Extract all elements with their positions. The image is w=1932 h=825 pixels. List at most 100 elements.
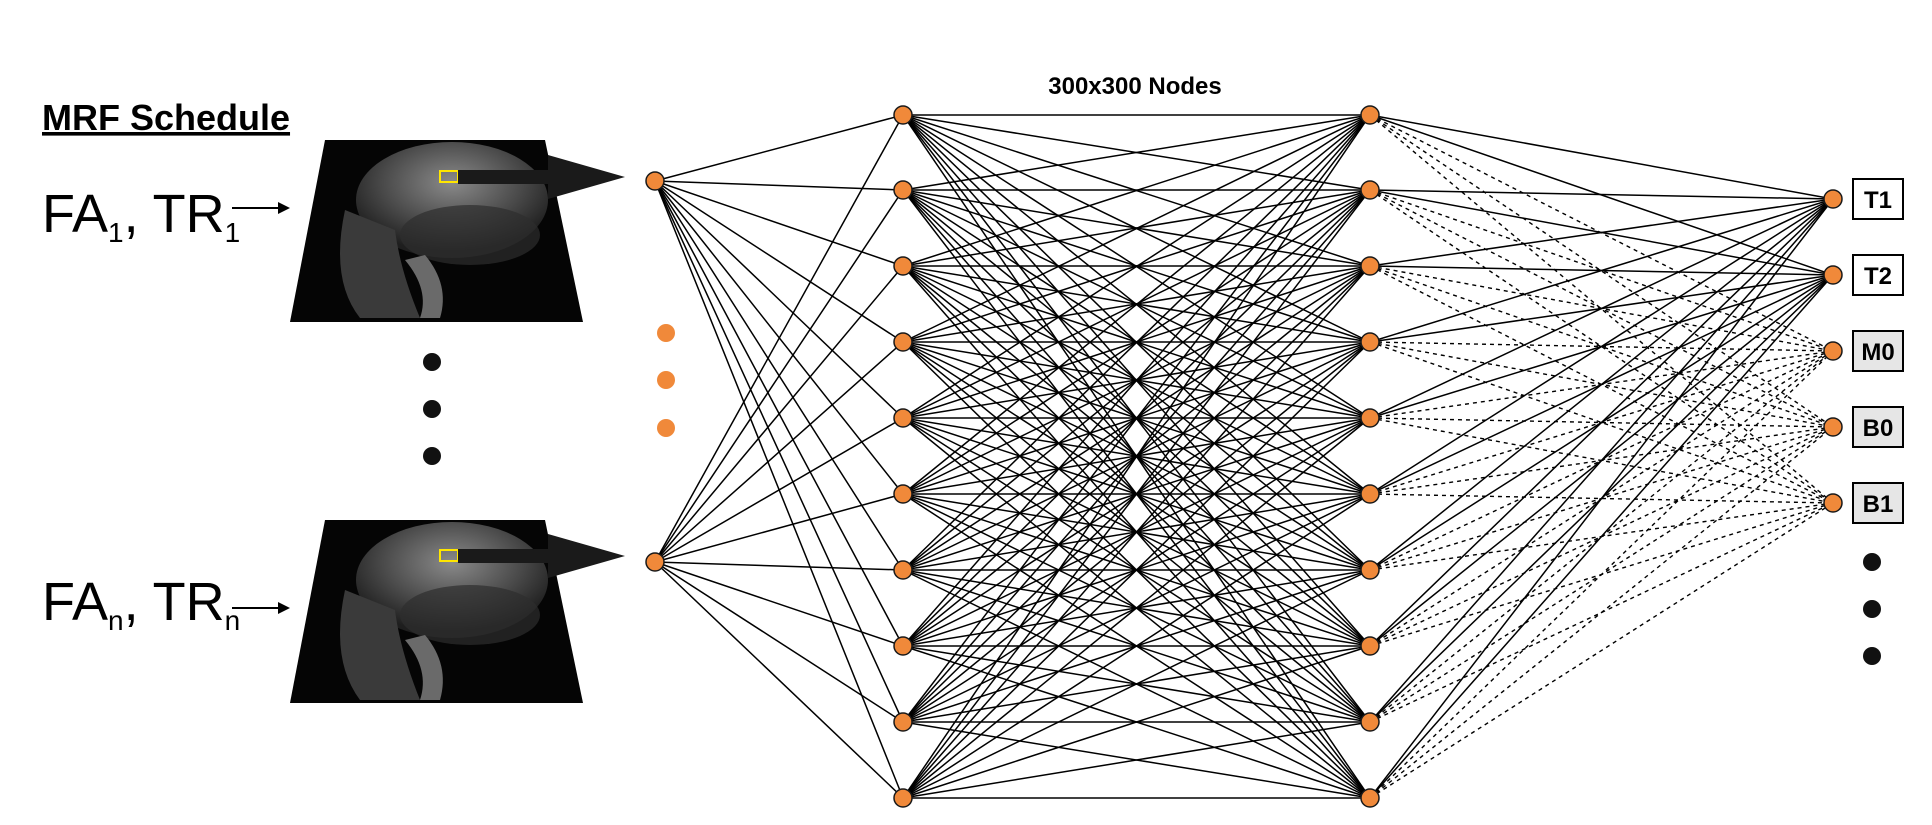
hidden-node-layer-1 xyxy=(893,560,913,580)
hidden-output-connection xyxy=(1369,265,1834,428)
output-node xyxy=(1823,265,1843,285)
hidden-hidden-connection xyxy=(902,114,1371,419)
output-label-box xyxy=(1852,254,1904,296)
input-hidden-connection xyxy=(654,341,904,563)
hidden-hidden-connection xyxy=(902,645,1371,799)
input-hidden-connection xyxy=(654,180,904,419)
hidden-node-layer-2 xyxy=(1360,256,1380,276)
hidden-hidden-connection xyxy=(902,265,1371,799)
ellipsis-dots xyxy=(657,324,675,437)
hidden-node-layer-1 xyxy=(893,712,913,732)
hidden-output-connection xyxy=(1369,417,1834,504)
output-label-t1: T1 xyxy=(1864,187,1892,214)
output-label-box xyxy=(1852,406,1904,448)
hidden-node-layer-1 xyxy=(893,256,913,276)
mri-image-last xyxy=(290,520,583,703)
output-label-box xyxy=(1852,330,1904,372)
hidden-node-layer-2 xyxy=(1360,788,1380,808)
hidden-node-layer-2 xyxy=(1360,105,1380,125)
output-node xyxy=(1823,189,1843,209)
hidden-node-layer-1 xyxy=(893,105,913,125)
hidden-hidden-connection xyxy=(902,721,1371,799)
input-hidden-connection xyxy=(654,417,904,563)
hidden-output-connection xyxy=(1369,341,1834,504)
hidden-hidden-connection xyxy=(902,114,1371,495)
arrow-right-icon xyxy=(232,602,290,614)
hidden-hidden-connection xyxy=(902,114,1371,343)
hidden-output-connection xyxy=(1369,265,1834,504)
input-hidden-connection xyxy=(654,493,904,563)
hidden-output-connection xyxy=(1369,341,1834,428)
hidden-output-connection xyxy=(1369,189,1834,428)
hidden-output-connection xyxy=(1369,350,1834,495)
output-label-box xyxy=(1852,482,1904,524)
input-hidden-connection xyxy=(654,561,904,571)
output-node xyxy=(1823,341,1843,361)
hidden-output-connection xyxy=(1369,189,1834,504)
output-label-m0: M0 xyxy=(1861,339,1894,366)
hidden-node-layer-2 xyxy=(1360,408,1380,428)
hidden-hidden-connection xyxy=(902,189,1371,799)
network-connections xyxy=(654,114,1834,799)
hidden-output-connection xyxy=(1369,426,1834,571)
hidden-output-connection xyxy=(1369,189,1834,352)
hidden-output-connection xyxy=(1369,265,1834,352)
input-hidden-connection xyxy=(654,265,904,563)
ellipsis-dots xyxy=(1863,553,1881,665)
hidden-output-connection xyxy=(1369,114,1834,352)
hidden-node-layer-2 xyxy=(1360,180,1380,200)
input-node xyxy=(645,171,665,191)
ellipsis-dots xyxy=(423,353,441,465)
hidden-hidden-connection xyxy=(902,114,1371,647)
hidden-layer-title: 300x300 Nodes xyxy=(1048,73,1221,100)
fa-tr-first-label: FA1, TR1 xyxy=(42,184,240,248)
input-hidden-connection xyxy=(654,189,904,563)
hidden-output-connection xyxy=(1369,265,1834,276)
output-label-b1: B1 xyxy=(1863,491,1894,518)
hidden-node-layer-1 xyxy=(893,180,913,200)
hidden-node-layer-1 xyxy=(893,408,913,428)
hidden-output-connection xyxy=(1369,114,1834,276)
input-hidden-connection xyxy=(654,561,904,723)
hidden-output-connection xyxy=(1369,417,1834,428)
hidden-hidden-connection xyxy=(902,114,1371,799)
hidden-output-connection xyxy=(1369,114,1834,428)
hidden-output-connection xyxy=(1369,502,1834,723)
hidden-output-connection xyxy=(1369,114,1834,200)
arrow-right-icon xyxy=(458,155,625,199)
hidden-node-layer-2 xyxy=(1360,712,1380,732)
hidden-hidden-connection xyxy=(902,114,1371,191)
hidden-node-layer-2 xyxy=(1360,332,1380,352)
mri-image-first xyxy=(290,140,583,322)
hidden-node-layer-2 xyxy=(1360,560,1380,580)
fa-tr-last-label: FAn, TRn xyxy=(42,572,240,636)
hidden-output-connection xyxy=(1369,274,1834,419)
hidden-output-connection xyxy=(1369,493,1834,504)
hidden-hidden-connection xyxy=(902,341,1371,799)
schedule-title: MRF Schedule xyxy=(42,97,290,138)
input-node xyxy=(645,552,665,572)
input-hidden-connection xyxy=(654,114,904,563)
hidden-node-layer-2 xyxy=(1360,636,1380,656)
hidden-node-layer-1 xyxy=(893,636,913,656)
hidden-hidden-connection xyxy=(902,417,1371,799)
hidden-hidden-connection xyxy=(902,114,1371,723)
output-label-t2: T2 xyxy=(1864,263,1892,290)
input-hidden-connection xyxy=(654,180,904,267)
output-node xyxy=(1823,417,1843,437)
hidden-output-connection xyxy=(1369,502,1834,799)
input-hidden-connection xyxy=(654,114,904,182)
input-hidden-connection xyxy=(654,561,904,647)
hidden-hidden-connection xyxy=(902,114,1371,267)
hidden-hidden-connection xyxy=(902,569,1371,799)
output-node xyxy=(1823,493,1843,513)
hidden-node-layer-1 xyxy=(893,788,913,808)
arrow-right-icon xyxy=(232,202,290,214)
arrow-right-icon xyxy=(458,534,625,578)
input-hidden-connection xyxy=(654,561,904,799)
hidden-output-connection xyxy=(1369,502,1834,571)
hidden-hidden-connection xyxy=(902,493,1371,799)
hidden-node-layer-1 xyxy=(893,332,913,352)
